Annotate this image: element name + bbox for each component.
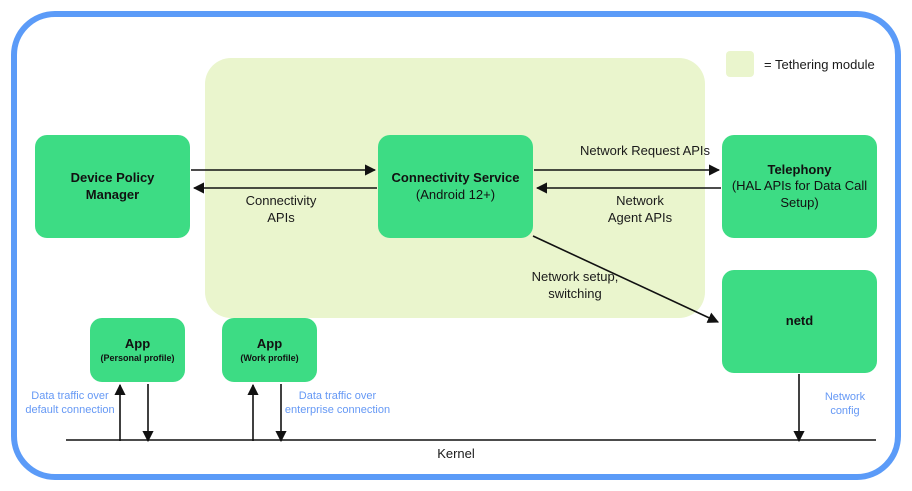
node-title-line2: Manager — [85, 186, 140, 202]
annotation-default-connection: Data traffic over default connection — [25, 390, 115, 417]
edge-cs-to-netd — [532, 235, 720, 323]
node-title: Telephony — [767, 162, 832, 178]
edge-label-network-setup-switching: Network setup, switching — [531, 269, 619, 301]
node-telephony[interactable]: Telephony (HAL APIs for Data Call Setup) — [722, 135, 877, 238]
edge-label-network-request-apis: Network Request APIs — [579, 143, 711, 158]
node-title: Device Policy — [70, 170, 155, 186]
annotation-network-config: Network config — [824, 391, 866, 418]
node-connectivity-service[interactable]: Connectivity Service (Android 12+) — [378, 135, 533, 238]
node-subtitle: (HAL APIs for Data Call Setup) — [731, 178, 868, 210]
legend-label: = Tethering module — [764, 56, 875, 72]
node-subtitle: (Personal profile) — [100, 352, 175, 363]
edge-label-connectivity-apis: Connectivity APIs — [245, 193, 317, 225]
kernel-label: Kernel — [437, 446, 475, 461]
legend: = Tethering module — [726, 51, 875, 77]
legend-swatch-tethering — [726, 51, 754, 77]
node-app-work-profile[interactable]: App (Work profile) — [222, 318, 317, 382]
node-title: Connectivity Service — [391, 170, 520, 186]
node-title: App — [256, 336, 283, 352]
node-subtitle: (Work profile) — [240, 352, 299, 363]
node-netd[interactable]: netd — [722, 270, 877, 373]
node-subtitle: (Android 12+) — [415, 186, 496, 202]
node-app-personal-profile[interactable]: App (Personal profile) — [90, 318, 185, 382]
edge-label-network-agent-apis: Network Agent APIs — [607, 193, 673, 225]
node-title: netd — [785, 313, 814, 329]
node-device-policy-manager[interactable]: Device Policy Manager — [35, 135, 190, 238]
annotation-enterprise-connection: Data traffic over enterprise connection — [284, 390, 391, 417]
node-title: App — [124, 336, 151, 352]
